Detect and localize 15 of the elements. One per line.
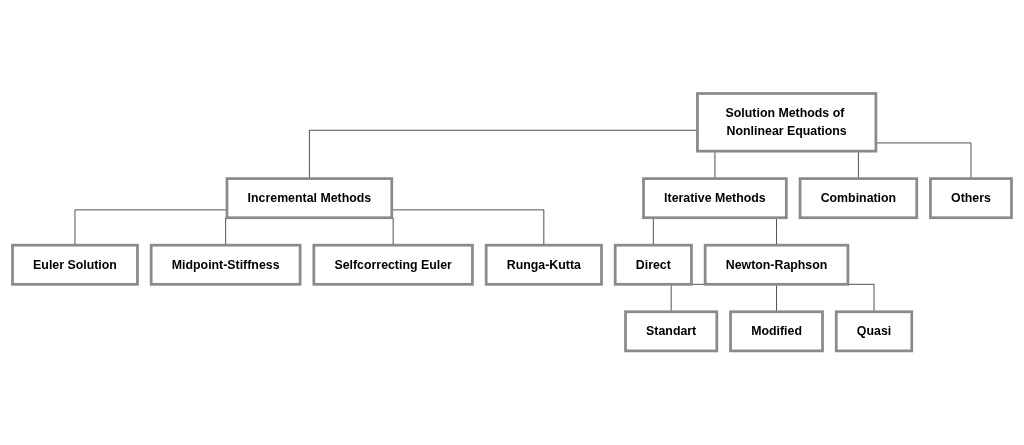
node-box: Euler Solution — [11, 244, 139, 286]
node-box: Combination — [798, 177, 919, 220]
connector — [776, 284, 777, 313]
node-box: Solution Methods of Nonlinear Equations — [696, 92, 878, 153]
node-box: Direct — [613, 244, 693, 286]
node-box: Quasi — [834, 310, 914, 353]
node-box: Incremental Methods — [225, 177, 394, 220]
node-box: Newton-Raphson — [703, 244, 850, 286]
node-box: Modified — [729, 310, 824, 353]
node-box: Others — [929, 177, 1013, 220]
node-box: Selfcorrecting Euler — [312, 244, 474, 286]
node-box: Iterative Methods — [642, 177, 788, 220]
node-box: Standart — [624, 310, 719, 353]
node-box: Runga-Kutta — [484, 244, 603, 286]
node-box: Midpoint-Stiffness — [149, 244, 302, 286]
